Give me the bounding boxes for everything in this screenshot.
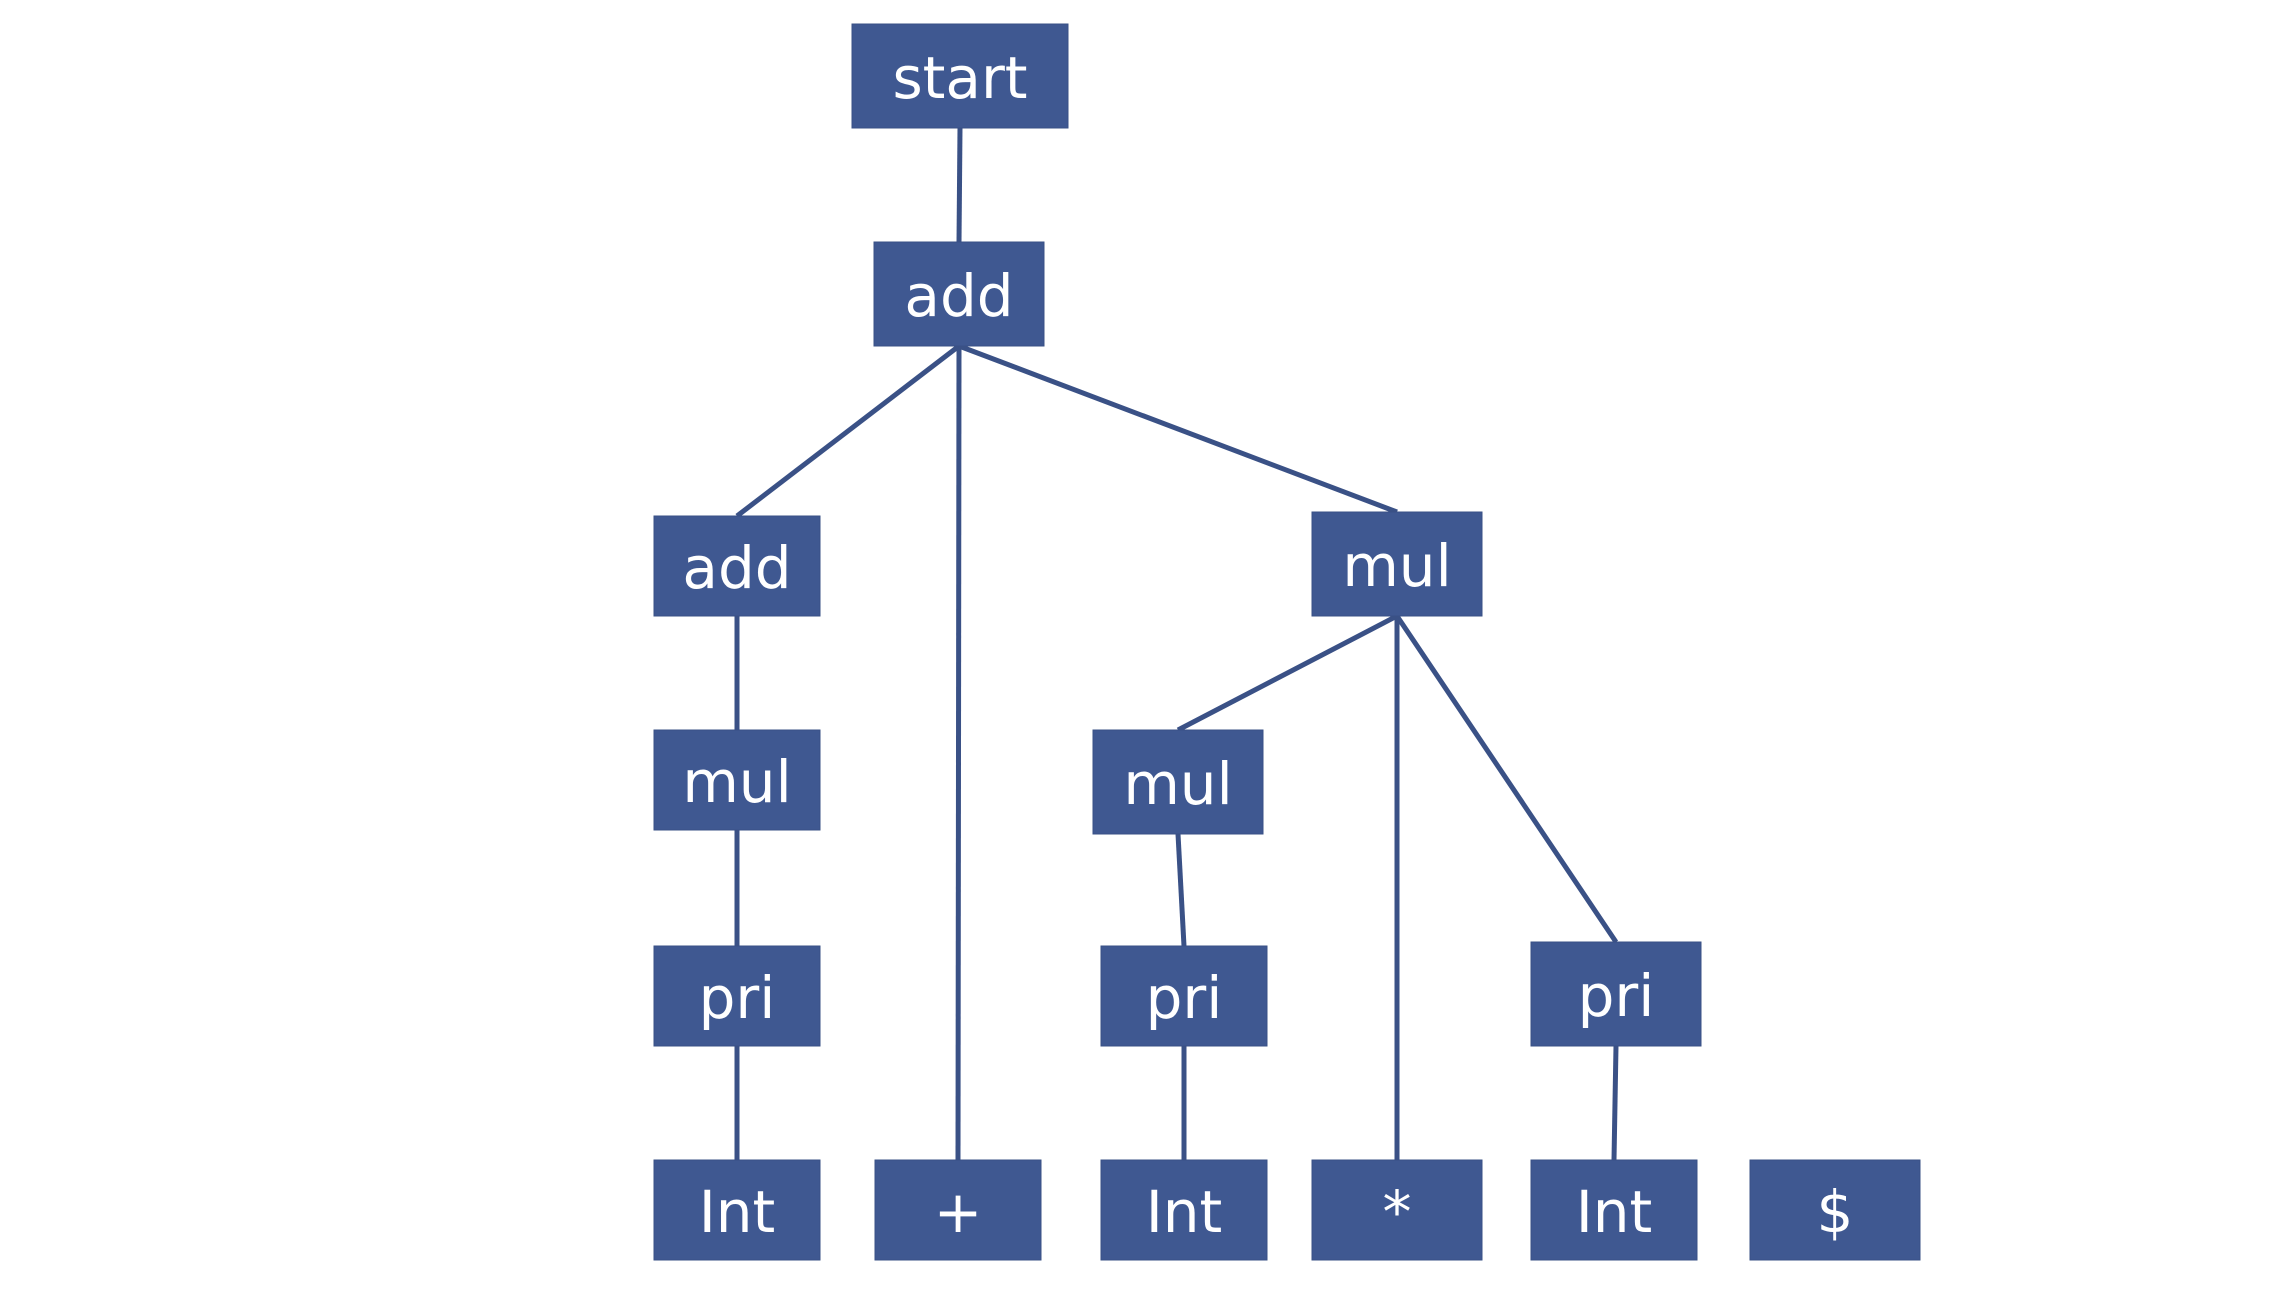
edges-layer [734, 127, 1619, 1161]
node-box [1530, 941, 1702, 1047]
node-int-1: Int [653, 1159, 821, 1261]
edge-start-to-add-top [956, 127, 963, 243]
node-int-2: Int [1100, 1159, 1268, 1261]
node-box [1100, 1159, 1268, 1261]
edge-add-top-to-add-left [735, 344, 961, 518]
node-box [653, 729, 821, 831]
node-box [1100, 945, 1268, 1047]
node-box [653, 945, 821, 1047]
node-label: Int [1576, 1178, 1653, 1246]
node-plus: + [874, 1159, 1042, 1261]
node-label: Int [1146, 1178, 1223, 1246]
edge-add-top-to-plus [955, 345, 962, 1161]
node-pri-right: pri [1530, 941, 1702, 1047]
edge-mul-right-to-pri-right [1394, 614, 1619, 944]
edge-add-top-to-mul-right [958, 343, 1398, 515]
edge-mul-right-to-mul-mid [1176, 613, 1399, 733]
node-add-left: add [653, 515, 821, 617]
node-label: $ [1817, 1178, 1854, 1246]
node-star: * [1311, 1159, 1483, 1261]
node-label: Int [699, 1178, 776, 1246]
node-int-3: Int [1530, 1159, 1698, 1261]
node-mul-right: mul [1311, 511, 1483, 617]
node-mul-mid: mul [1092, 729, 1264, 835]
node-label: + [934, 1178, 983, 1246]
node-box [653, 1159, 821, 1261]
node-start: start [851, 23, 1069, 129]
node-add-top: add [873, 241, 1045, 347]
node-box [1311, 1159, 1483, 1261]
node-label: mul [682, 748, 791, 816]
node-label: add [682, 534, 791, 602]
node-box [851, 23, 1069, 129]
node-pri-mid: pri [1100, 945, 1268, 1047]
node-label: * [1383, 1178, 1412, 1246]
node-label: start [892, 44, 1027, 112]
node-box [1092, 729, 1264, 835]
node-label: pri [699, 964, 776, 1032]
node-box [1530, 1159, 1698, 1261]
node-label: pri [1146, 964, 1223, 1032]
node-box [874, 1159, 1042, 1261]
node-box [653, 515, 821, 617]
node-label: pri [1578, 962, 1655, 1030]
node-label: mul [1342, 532, 1451, 600]
node-box [1311, 511, 1483, 617]
node-mul-left: mul [653, 729, 821, 831]
node-label: mul [1123, 750, 1232, 818]
edge-pri-right-to-int-3 [1611, 1045, 1619, 1161]
node-box [873, 241, 1045, 347]
node-box [1749, 1159, 1921, 1261]
node-dollar: $ [1749, 1159, 1921, 1261]
node-pri-left: pri [653, 945, 821, 1047]
edge-mul-mid-to-pri-mid [1175, 833, 1187, 947]
node-label: add [904, 262, 1013, 330]
